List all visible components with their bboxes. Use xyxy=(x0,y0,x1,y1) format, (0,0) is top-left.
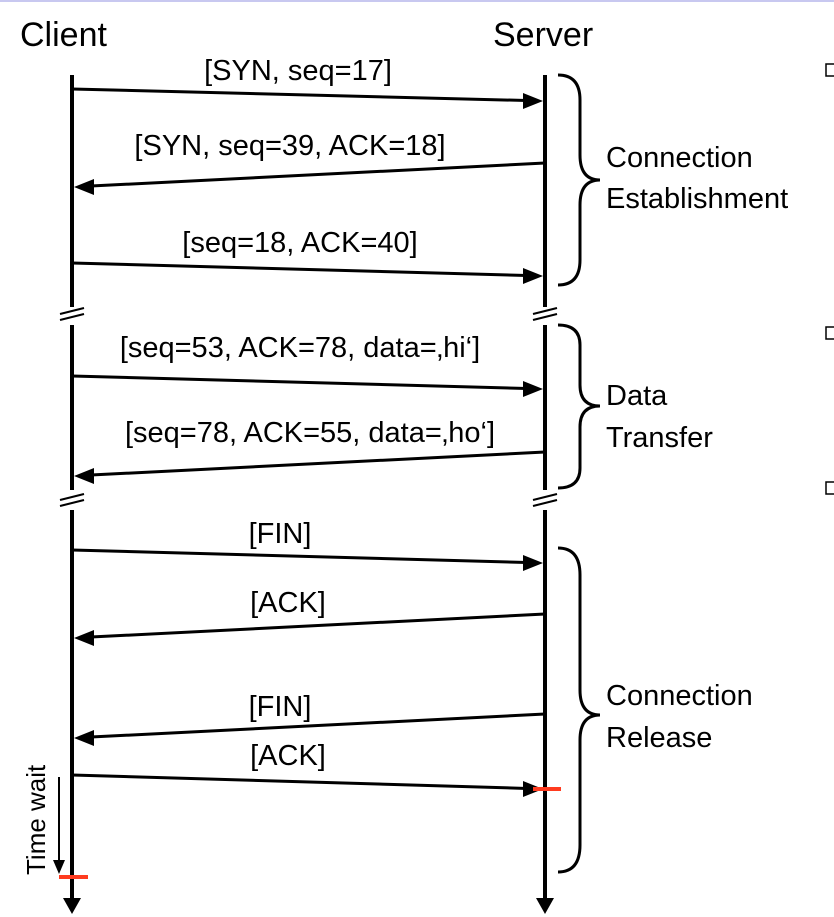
server-lifeline xyxy=(536,75,554,914)
message-arrow: [ACK] xyxy=(74,587,546,646)
brace-data-transfer xyxy=(557,323,601,490)
message-line xyxy=(71,87,532,103)
break-marks xyxy=(59,307,558,507)
message-label: [SYN, seq=17] xyxy=(204,55,392,87)
client-title: Client xyxy=(20,16,107,54)
brace-release xyxy=(557,546,601,874)
message-line xyxy=(71,374,532,391)
arrowhead-icon xyxy=(523,93,543,109)
message-label: [SYN, seq=39, ACK=18] xyxy=(134,130,445,162)
arrowhead-icon xyxy=(523,555,543,571)
phase-label: Connection xyxy=(606,680,753,712)
server-title: Server xyxy=(493,16,593,54)
arrowhead-icon xyxy=(523,381,543,397)
bullet-icons xyxy=(825,63,834,495)
message-label: [ACK] xyxy=(250,740,326,772)
message-label: [seq=18, ACK=40] xyxy=(182,227,417,259)
message-arrow: [SYN, seq=39, ACK=18] xyxy=(74,130,546,195)
message-arrow: [seq=53, ACK=78, data=‚hi‘] xyxy=(71,332,543,397)
message-line xyxy=(85,161,546,188)
message-line xyxy=(71,261,532,278)
message-line xyxy=(85,712,546,739)
time-wait-label: Time wait xyxy=(21,764,51,875)
message-line xyxy=(85,612,546,639)
message-arrow: [FIN] xyxy=(71,518,543,571)
message-arrow: [SYN, seq=17] xyxy=(71,55,543,109)
message-line xyxy=(71,773,532,791)
arrowhead-icon xyxy=(74,468,94,484)
client-lifeline xyxy=(63,75,81,914)
arrowhead-icon xyxy=(74,630,94,646)
brace-establishment xyxy=(557,73,601,287)
phase-braces xyxy=(557,73,601,874)
phase-label: Release xyxy=(606,722,712,754)
message-arrow: [ACK] xyxy=(71,740,543,797)
message-label: [FIN] xyxy=(249,518,312,550)
message-label: [seq=53, ACK=78, data=‚hi‘] xyxy=(120,332,480,364)
message-line xyxy=(71,548,532,565)
message-label: [ACK] xyxy=(250,587,326,619)
phase-label: Connection xyxy=(606,142,753,174)
phase-label: Establishment xyxy=(606,183,788,215)
arrowhead-icon xyxy=(74,179,94,195)
message-label: [seq=78, ACK=55, data=‚ho‘] xyxy=(125,417,495,449)
message-arrow: [FIN] xyxy=(74,691,546,746)
phase-label: Data xyxy=(606,380,668,412)
time-wait-arrow xyxy=(53,777,65,874)
message-arrow: [seq=18, ACK=40] xyxy=(71,227,543,284)
phase-label: Transfer xyxy=(606,422,713,454)
arrowhead-icon xyxy=(523,268,543,284)
arrowhead-icon xyxy=(74,730,94,746)
message-label: [FIN] xyxy=(249,691,312,723)
message-arrow: [seq=78, ACK=55, data=‚ho‘] xyxy=(74,417,546,484)
message-line xyxy=(85,450,546,477)
